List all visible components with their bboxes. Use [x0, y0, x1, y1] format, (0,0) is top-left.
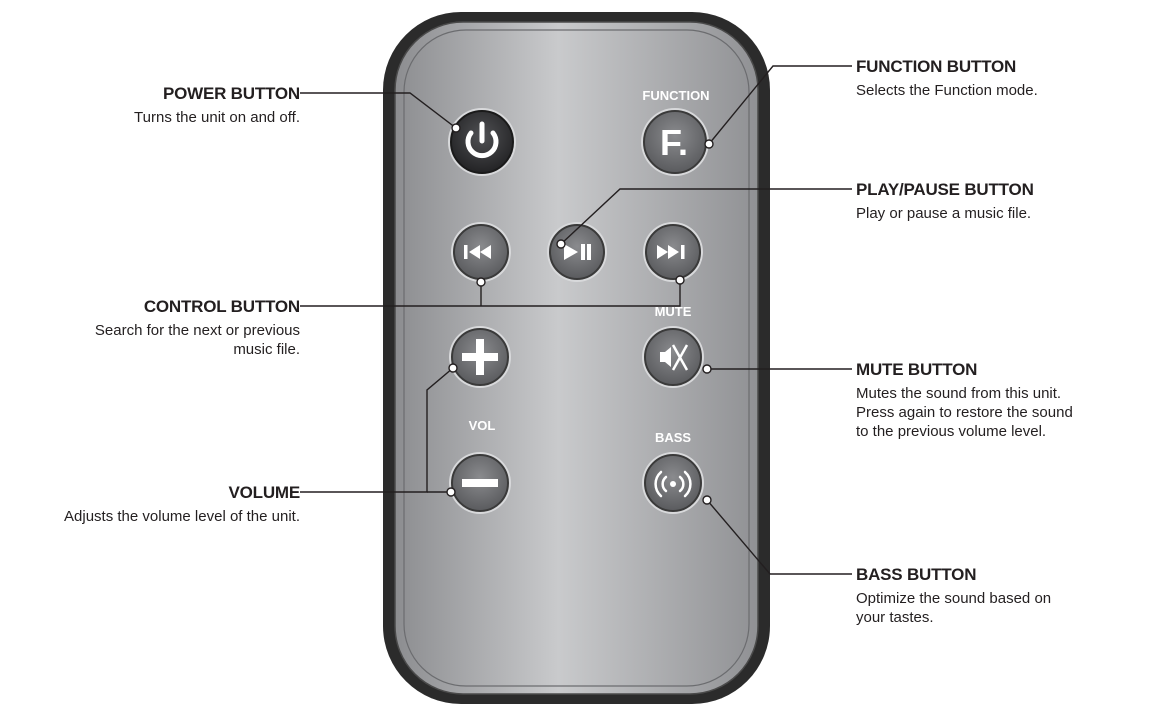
volume-desc: Adjusts the volume level of the unit.	[64, 508, 300, 525]
plus-icon	[462, 339, 498, 375]
bass-button[interactable]	[642, 452, 704, 514]
mute-title: MUTE BUTTON	[856, 360, 978, 379]
mute-button[interactable]	[642, 326, 704, 388]
control-desc-line2: music file.	[233, 341, 300, 358]
next-button[interactable]	[643, 222, 703, 282]
function-button[interactable]: F.	[641, 108, 709, 176]
leader-dots	[446, 123, 714, 505]
play-pause-title: PLAY/PAUSE BUTTON	[856, 180, 1034, 199]
speaker-mute-icon	[660, 344, 689, 371]
mute-label: MUTE	[655, 304, 692, 319]
mute-desc: Mutes the sound from this unit. Press ag…	[856, 384, 1151, 441]
callout-bass: BASS BUTTON Optimize the sound based on …	[856, 564, 1146, 627]
vol-label: VOL	[469, 418, 496, 433]
callout-volume: VOLUME Adjusts the volume level of the u…	[2, 482, 300, 526]
skip-forward-icon	[657, 245, 685, 259]
play-pause-button[interactable]	[547, 222, 607, 282]
control-desc: Search for the next or previous music fi…	[10, 321, 300, 359]
control-leader	[300, 280, 681, 307]
function-title: FUNCTION BUTTON	[856, 57, 1017, 76]
bass-desc-line1: Optimize the sound based on	[856, 590, 1052, 607]
mute-desc-line2: Press again to restore the sound	[856, 404, 1073, 421]
play-pause-leader	[560, 188, 852, 245]
callout-function: FUNCTION BUTTON Selects the Function mod…	[856, 56, 1146, 100]
volume-leader	[300, 367, 454, 493]
skip-back-icon	[464, 245, 491, 259]
power-leader	[300, 92, 457, 129]
volume-down-button[interactable]	[449, 452, 511, 514]
function-desc: Selects the Function mode.	[856, 82, 1038, 99]
volume-title: VOLUME	[228, 483, 300, 502]
function-leader	[708, 65, 852, 145]
callout-play-pause: PLAY/PAUSE BUTTON Play or pause a music …	[856, 179, 1146, 223]
bass-wave-icon	[654, 470, 692, 498]
remote-body	[383, 12, 770, 704]
power-title: POWER BUTTON	[162, 84, 300, 103]
volume-up-button[interactable]	[449, 326, 511, 388]
play-pause-icon	[564, 244, 591, 260]
bass-desc: Optimize the sound based on your tastes.	[856, 589, 1146, 627]
function-f-icon: F.	[660, 122, 688, 163]
play-pause-desc: Play or pause a music file.	[856, 205, 1032, 222]
callout-mute: MUTE BUTTON Mutes the sound from this un…	[856, 359, 1151, 441]
control-title: CONTROL BUTTON	[143, 297, 300, 316]
mute-desc-line1: Mutes the sound from this unit.	[856, 385, 1062, 402]
previous-button[interactable]	[451, 222, 511, 282]
function-label: FUNCTION	[642, 88, 709, 103]
minus-icon	[462, 479, 498, 487]
mute-desc-line3: to the previous volume level.	[856, 423, 1047, 440]
bass-leader	[706, 499, 852, 575]
control-desc-line1: Search for the next or previous	[94, 322, 300, 339]
power-button[interactable]	[448, 108, 516, 176]
bass-desc-line2: your tastes.	[856, 609, 934, 626]
bass-title: BASS BUTTON	[856, 565, 977, 584]
callout-control: CONTROL BUTTON Search for the next or pr…	[10, 296, 300, 359]
power-icon	[465, 121, 499, 159]
bass-label: BASS	[655, 430, 691, 445]
leader-lines	[300, 65, 852, 575]
power-desc: Turns the unit on and off.	[134, 109, 300, 126]
callout-power: POWER BUTTON Turns the unit on and off.	[40, 83, 300, 127]
